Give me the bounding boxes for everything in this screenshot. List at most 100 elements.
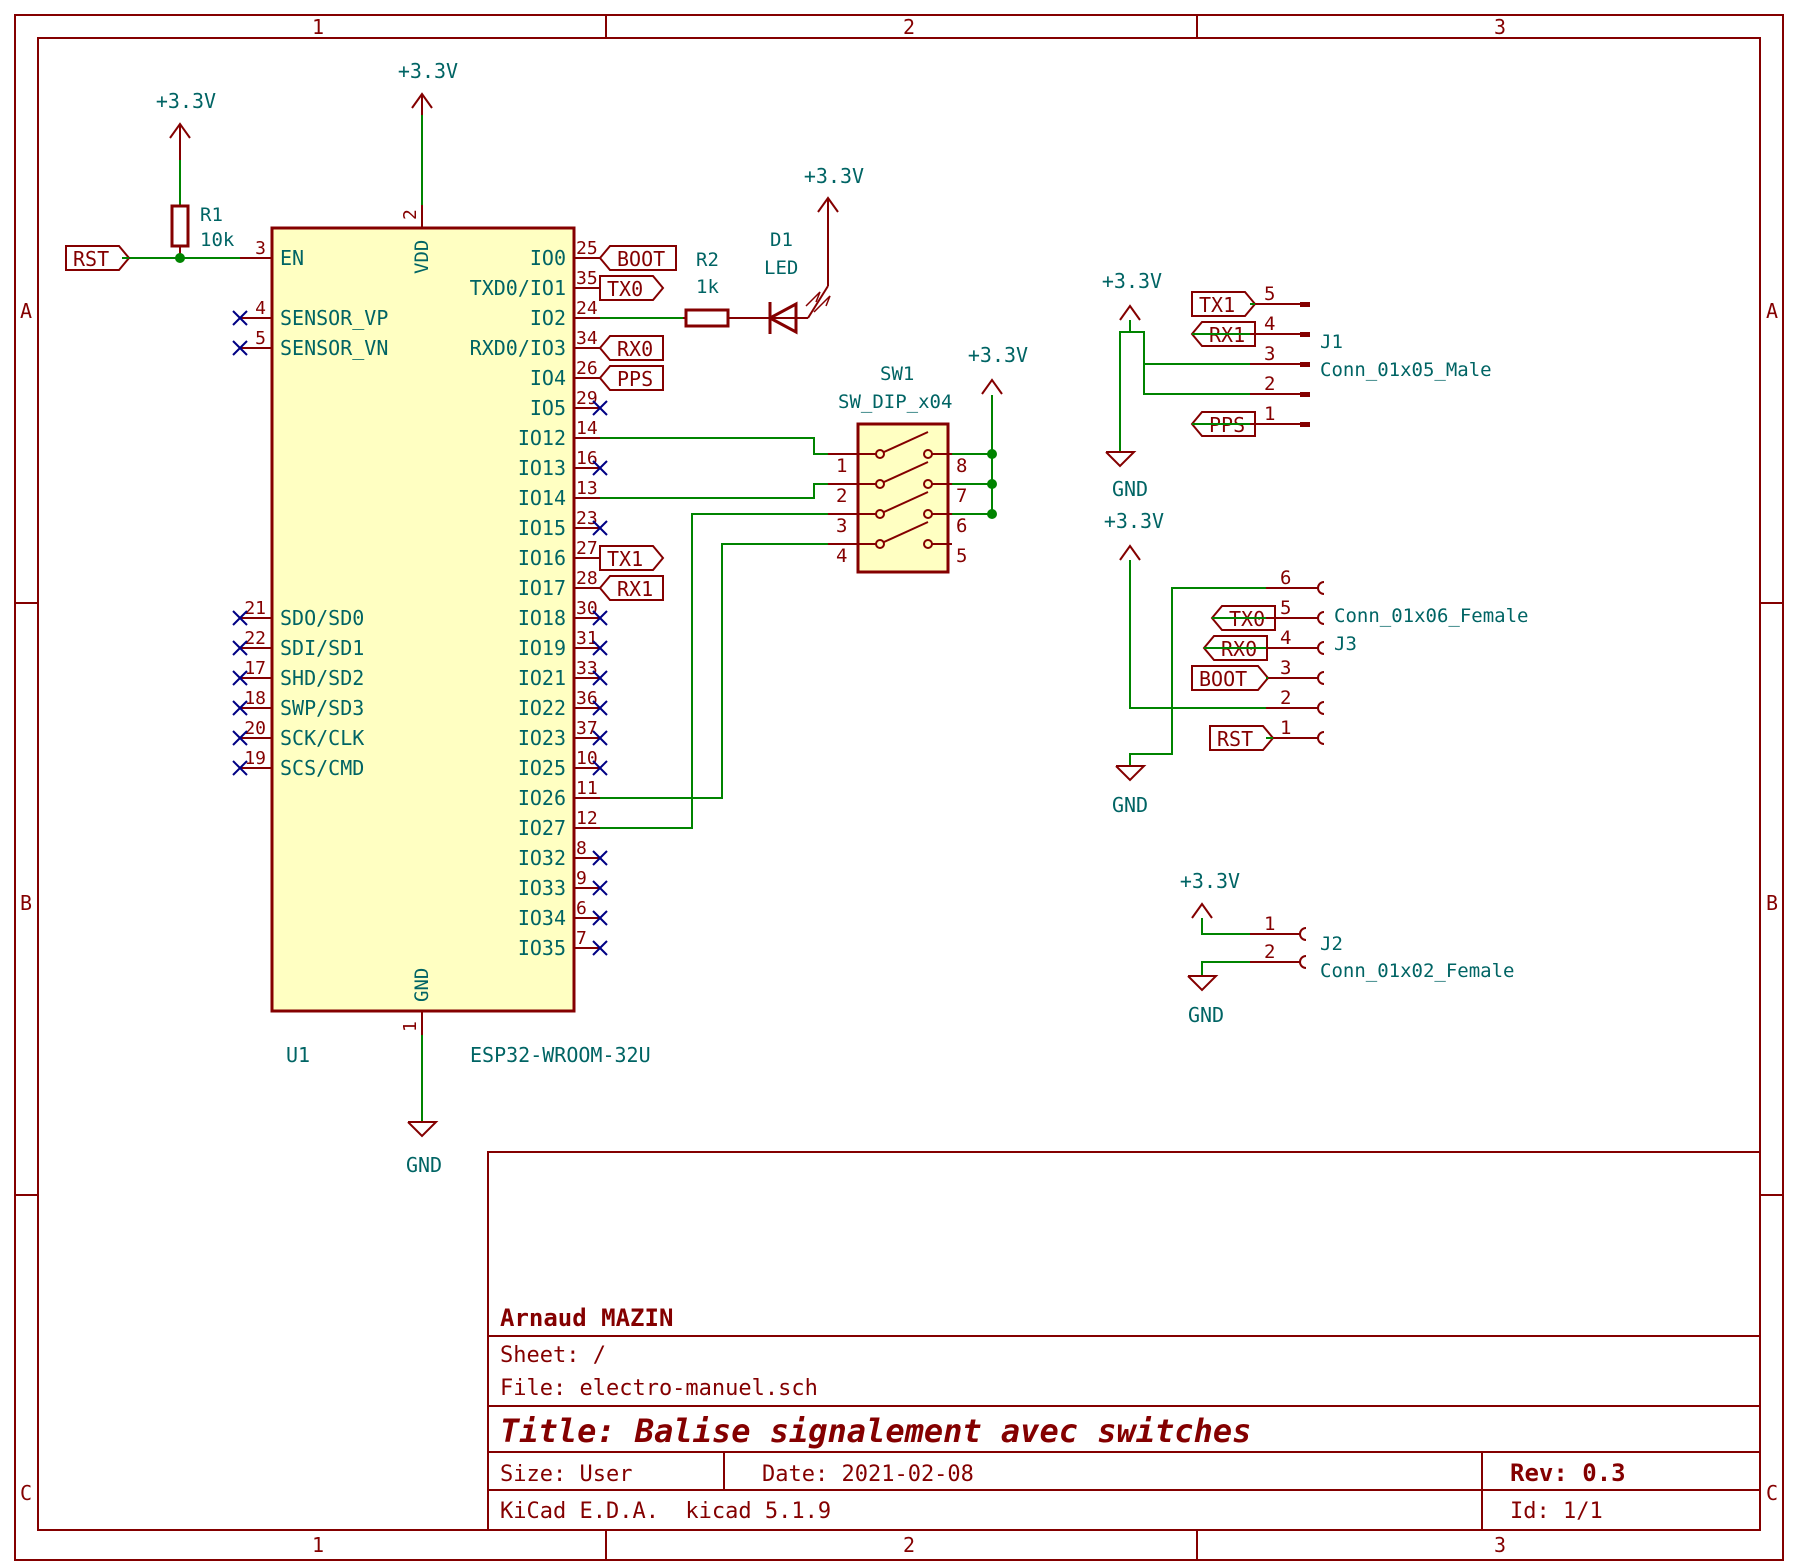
pin-name: IO5: [530, 396, 566, 420]
pin-number: 3: [255, 238, 266, 259]
j3-pin-4[interactable]: 4: [1266, 627, 1325, 655]
col-marker-bottom-2: 2: [903, 1533, 915, 1557]
j3-pin-1[interactable]: 1: [1266, 717, 1325, 745]
sw1-value: SW_DIP_x04: [838, 391, 952, 413]
j2-pin-1[interactable]: 1: [1250, 913, 1307, 941]
no-connect-marker: [592, 670, 608, 686]
net-label-tx1: TX1: [599, 545, 665, 571]
pin-number: 6: [576, 898, 587, 919]
gnd-label: GND: [1112, 477, 1148, 501]
j2-pin-2[interactable]: 2: [1250, 941, 1307, 969]
connector-j2[interactable]: 12 J2 Conn_01x02_Female: [1250, 913, 1514, 982]
pin-number: 36: [576, 688, 598, 709]
junction-dot: [987, 509, 997, 519]
no-connect-marker: [592, 850, 608, 866]
j3-pin-3[interactable]: 3: [1266, 657, 1325, 685]
pin-name: IO13: [518, 456, 566, 480]
pin-name: IO2: [530, 306, 566, 330]
j1-value: Conn_01x05_Male: [1320, 359, 1492, 381]
tb-title: Title: Balise signalement avec switches: [500, 1412, 1251, 1450]
j1-pin-4[interactable]: 4: [1250, 313, 1310, 337]
j3-pin-6[interactable]: 6: [1266, 567, 1325, 595]
pin-name: IO21: [518, 666, 566, 690]
pin-name: IO14: [518, 486, 566, 510]
col-marker-top-2: 2: [903, 15, 915, 39]
pin-number: 8: [576, 838, 587, 859]
pin-number: 20: [244, 718, 266, 739]
no-connect-marker: [592, 910, 608, 926]
pin-number: 31: [576, 628, 598, 649]
pin-number: 14: [576, 418, 598, 439]
tb-date: Date: 2021-02-08: [762, 1462, 974, 1487]
d1-value: LED: [764, 257, 798, 279]
j3-pin-2[interactable]: 2: [1266, 687, 1325, 715]
power-gnd-u1: GND: [406, 1121, 442, 1177]
net-label-rx0: RX0: [598, 335, 664, 361]
u1-pin-io5[interactable]: 29 IO5: [530, 388, 608, 420]
pin-number: 7: [576, 928, 587, 949]
tb-rev: Rev: 0.3: [1510, 1459, 1626, 1487]
net-label-pps-j1: PPS: [1190, 411, 1256, 437]
power-gnd-j1: GND: [1105, 451, 1148, 501]
j1-pin-5[interactable]: 5: [1250, 283, 1310, 307]
net-label-text: PPS: [617, 367, 653, 391]
resistor-r2[interactable]: R2 1k: [683, 249, 766, 328]
j1-pin-1[interactable]: 1: [1250, 403, 1310, 427]
pin-name: SCS/CMD: [280, 756, 364, 780]
pin-name: IO33: [518, 876, 566, 900]
u1-vdd-label: VDD: [411, 240, 433, 274]
no-connect-marker: [232, 310, 248, 326]
led-d1[interactable]: D1 LED: [764, 229, 831, 335]
pin-name: IO22: [518, 696, 566, 720]
pin-number: 29: [576, 388, 598, 409]
net-label-text: TX1: [1199, 293, 1235, 317]
u1-pin-io22[interactable]: 36 IO22: [518, 688, 608, 720]
r1-ref: R1: [200, 204, 223, 226]
j1-pin-2[interactable]: 2: [1250, 373, 1310, 397]
no-connect-marker: [592, 760, 608, 776]
power-gnd-j3: GND: [1112, 765, 1148, 817]
resistor-r1[interactable]: R1 10k: [170, 204, 235, 263]
col-marker-bottom-3: 3: [1494, 1533, 1506, 1557]
j1-pin-3[interactable]: 3: [1250, 343, 1310, 367]
